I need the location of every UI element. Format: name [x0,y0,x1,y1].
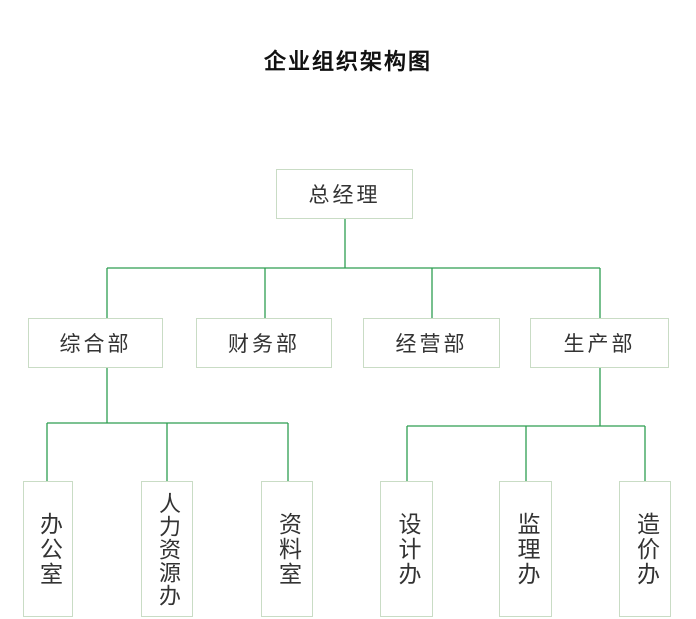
node-dept-2: 财务部 [196,318,332,368]
node-unit-5-label: 监理办 [513,511,539,587]
node-dept-2-label: 财务部 [228,332,300,356]
node-dept-1-label: 综合部 [59,332,132,356]
node-dept-3-label: 经营部 [395,332,468,356]
node-unit-6: 造价办 [619,481,671,617]
node-unit-4: 设计办 [380,481,433,617]
node-unit-5: 监理办 [499,481,552,617]
node-dept-1: 综合部 [28,318,163,368]
node-unit-4-label: 设计办 [394,511,420,587]
node-unit-2-label: 人力资源办 [155,491,180,607]
node-unit-1: 办公室 [23,481,73,617]
node-root: 总经理 [276,169,413,219]
node-dept-3: 经营部 [363,318,500,368]
node-dept-4-label: 生产部 [563,332,636,356]
node-unit-3: 资料室 [261,481,313,617]
node-unit-2: 人力资源办 [141,481,193,617]
node-unit-6-label: 造价办 [632,511,659,587]
diagram-title: 企业组织架构图 [263,50,432,75]
node-root-label: 总经理 [308,183,381,207]
node-unit-1-label: 办公室 [35,511,62,587]
node-unit-3-label: 资料室 [274,511,301,587]
node-dept-4: 生产部 [530,318,669,368]
